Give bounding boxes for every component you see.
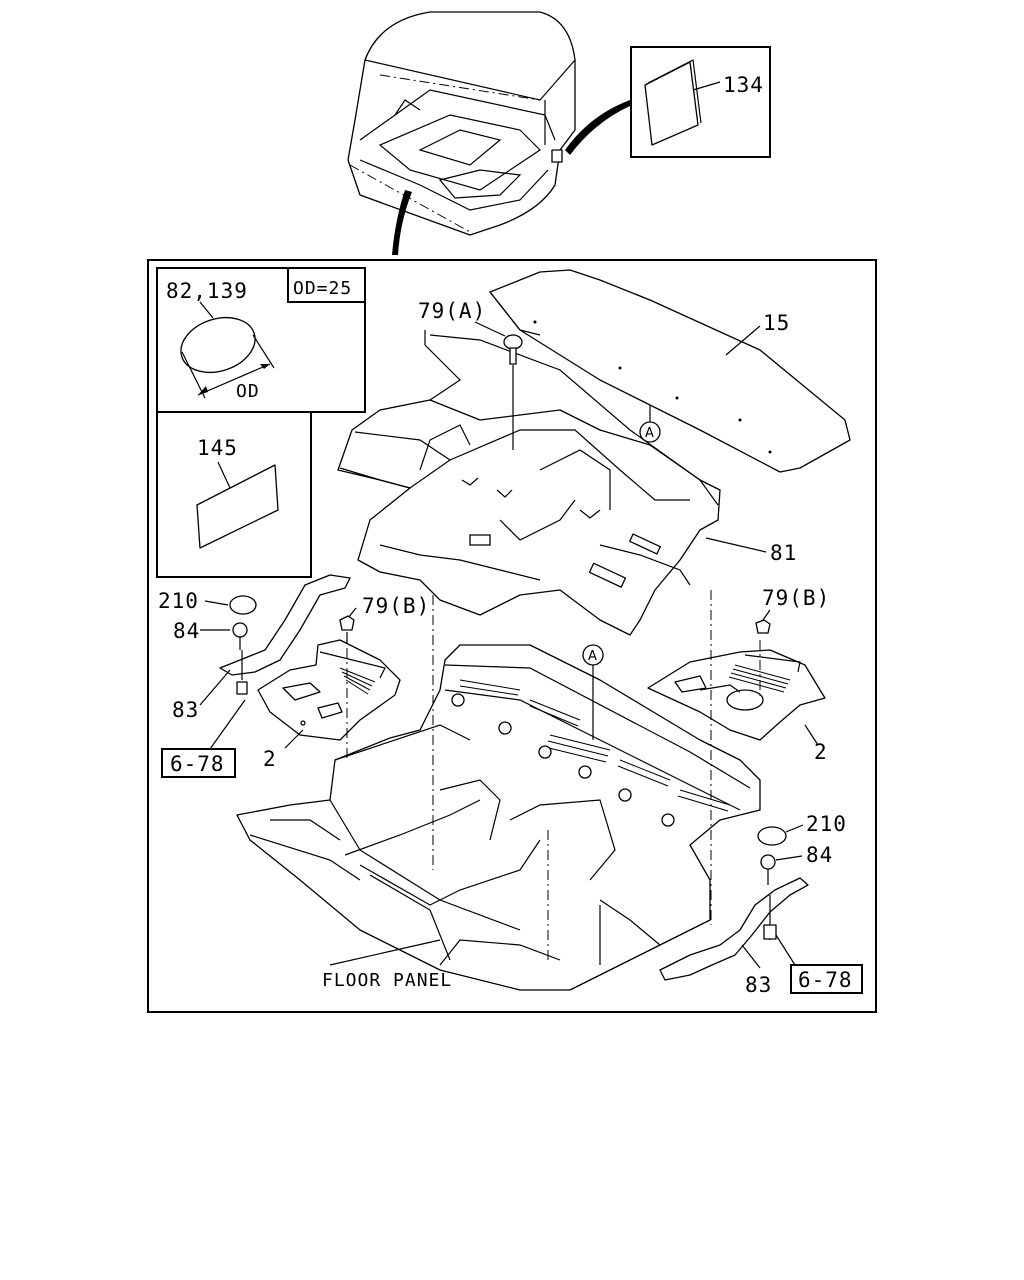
inset-145: 145 (156, 412, 312, 578)
left-part-2: 79(B) 2 (257, 594, 430, 771)
inset-134: 134 (630, 46, 771, 158)
ref-6-78-right: 6-78 (798, 968, 853, 992)
label-79b-left: 79(B) (362, 594, 430, 618)
label-83-right: 83 (745, 973, 772, 997)
assembly-lines (346, 590, 771, 960)
right-bracket-group: 210 84 83 6-78 (659, 812, 863, 997)
label-15: 15 (763, 311, 790, 335)
floor-panel: FLOOR PANEL A (236, 644, 761, 991)
label-145: 145 (197, 436, 238, 460)
callout-arrow-134 (565, 100, 630, 155)
part-15-rear-panel: 15 A (489, 269, 851, 473)
callout-arrow-main (392, 190, 412, 255)
label-134: 134 (723, 73, 764, 97)
label-84-left: 84 (173, 619, 200, 643)
label-2-right: 2 (814, 740, 828, 764)
label-84-right: 84 (806, 843, 833, 867)
label-79b-right: 79(B) (762, 586, 830, 610)
cab-overview (347, 11, 576, 236)
od-dimension-label: OD (236, 381, 260, 402)
ref-6-78-left: 6-78 (170, 752, 225, 776)
part-81-floor-mat: 81 (337, 330, 797, 636)
inset-82-139: OD=25 82,139 OD (156, 267, 366, 413)
left-bracket-group: 210 84 83 6-78 (158, 574, 351, 778)
label-2-left: 2 (263, 747, 277, 771)
label-210-right: 210 (806, 812, 847, 836)
label-81: 81 (770, 541, 797, 565)
label-79a: 79(A) (418, 299, 486, 323)
label-210-left: 210 (158, 589, 199, 613)
marker-a-bottom: A (588, 649, 597, 664)
right-part-2: 79(B) 2 (647, 586, 830, 764)
main-frame (147, 259, 877, 1013)
od-spec-label: OD=25 (293, 278, 352, 299)
label-83-left: 83 (172, 698, 199, 722)
marker-a-top: A (645, 426, 654, 441)
label-82-139: 82,139 (166, 279, 248, 303)
fastener-79a: 79(A) (418, 299, 523, 450)
floor-panel-label: FLOOR PANEL (322, 970, 452, 991)
